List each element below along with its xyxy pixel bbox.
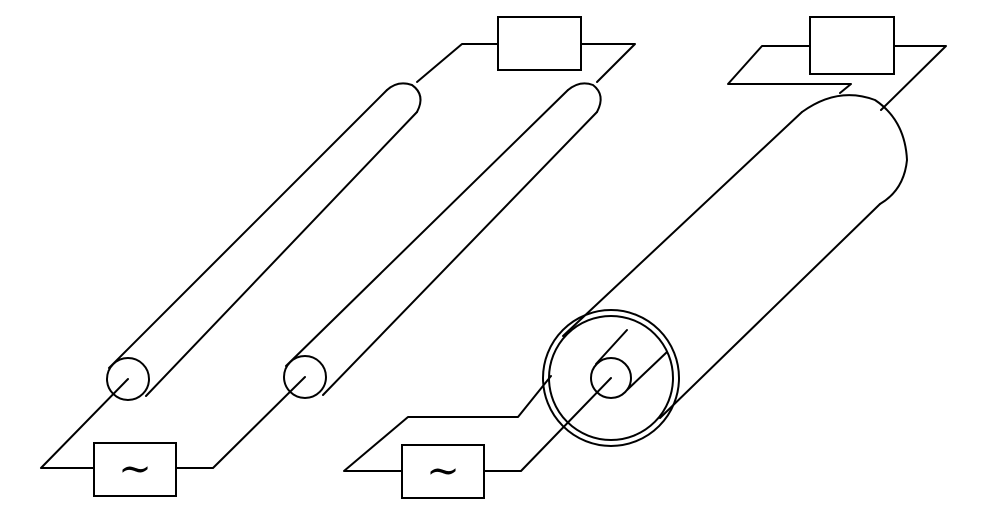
load-wire-left <box>416 43 499 83</box>
twin-wire-line: ~ <box>40 16 636 497</box>
twin-line-source-wiring <box>40 376 306 469</box>
coax-load-box <box>809 16 895 75</box>
conductor-2-far-end <box>567 82 602 113</box>
coax-inner-conductor <box>590 329 668 399</box>
conductor-1-far-end <box>386 82 422 113</box>
source-wire-right <box>175 376 306 469</box>
conductor-2-lower-edge <box>322 111 598 396</box>
twin-conductor-1 <box>106 82 422 401</box>
twin-line-load-box <box>497 16 582 71</box>
outer-conductor-lower-edge <box>659 203 881 419</box>
coax-source-box <box>401 444 485 499</box>
twin-line-ac-source-symbol: ~ <box>118 446 152 492</box>
outer-conductor-near-end-outer <box>542 309 680 447</box>
inner-conductor-near-end <box>590 357 632 399</box>
coax-load-wire-left <box>727 45 852 94</box>
conductor-1-lower-edge <box>145 111 418 397</box>
source-wire-left <box>40 378 129 469</box>
inner-conductor-lower-edge <box>626 351 668 391</box>
coax-source-wire-left <box>343 375 552 472</box>
coax-source-wiring <box>343 375 612 472</box>
coax-load-wiring <box>727 45 947 111</box>
twin-conductor-2 <box>283 82 602 399</box>
conductor-2-upper-edge <box>285 89 569 367</box>
outer-conductor-upper-edge <box>562 111 803 337</box>
coax-source-wire-right <box>483 377 612 472</box>
twin-line-source-box <box>93 442 177 497</box>
outer-conductor-far-end <box>801 94 908 205</box>
conductor-1-upper-edge <box>108 89 388 369</box>
conductor-1-near-end <box>106 357 150 401</box>
coaxial-line: ~ <box>343 16 947 499</box>
conductor-2-near-end <box>283 355 327 399</box>
inner-conductor-upper-edge <box>595 329 628 365</box>
coax-load-wire-right <box>880 45 947 111</box>
twin-line-load-wiring <box>416 43 636 83</box>
load-wire-right <box>580 43 636 83</box>
coax-ac-source-symbol: ~ <box>426 448 460 494</box>
